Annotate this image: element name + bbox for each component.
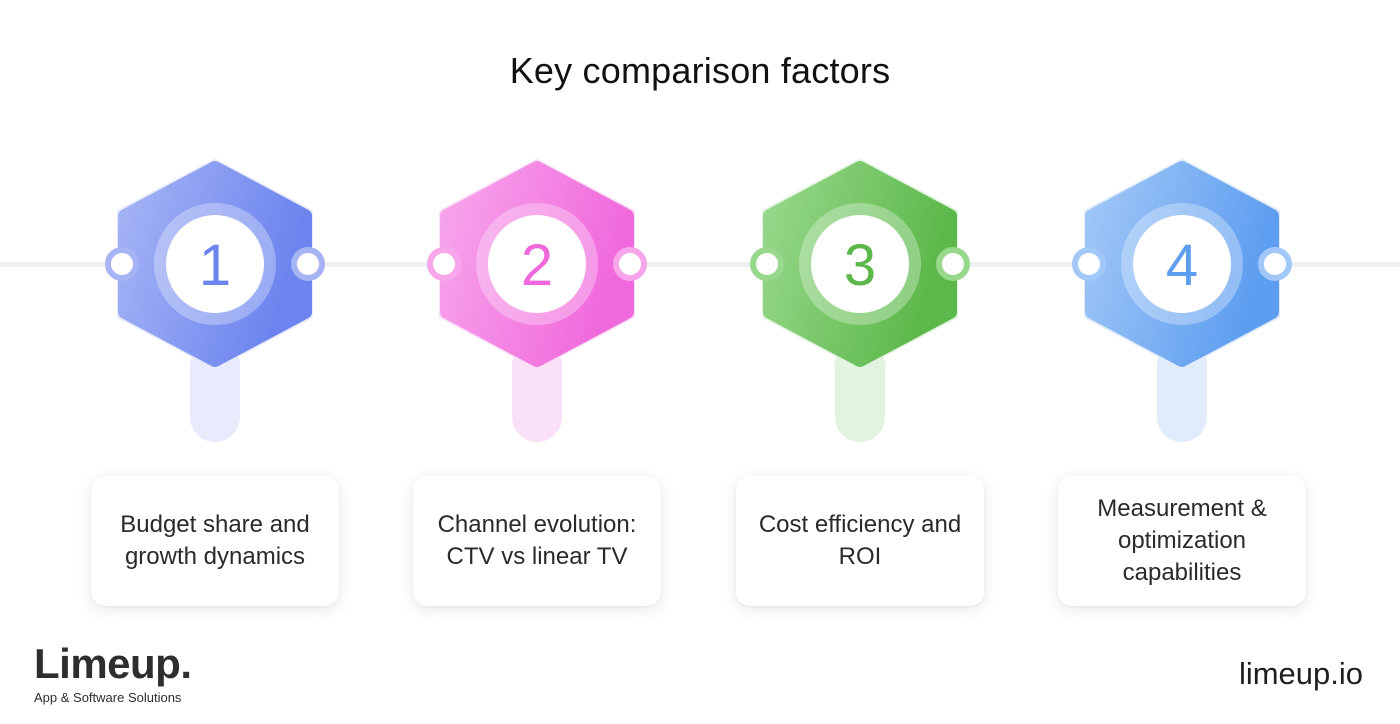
right-connector-3 [936, 247, 970, 281]
factor-label-3: Cost efficiency and ROI [758, 511, 962, 570]
timeline-line [0, 262, 1400, 267]
step-number-3: 3 [844, 233, 876, 298]
left-connector-3 [750, 247, 784, 281]
hexagon-badge-4: 4 [1072, 159, 1292, 442]
step-number-2: 2 [521, 233, 553, 298]
factor-label-1: Budget share and growth dynamics [120, 511, 310, 570]
stem-2 [512, 340, 562, 442]
factor-card-2: Channel evolution: CTV vs linear TV [413, 476, 661, 606]
stem-1 [190, 340, 240, 442]
right-connector-2 [613, 247, 647, 281]
hexagon-badge-3: 3 [750, 159, 970, 442]
factor-label-4: Measurement & optimization capabilities [1097, 495, 1267, 586]
right-connector-4 [1258, 247, 1292, 281]
step-number-4: 4 [1166, 233, 1198, 298]
left-connector-1 [105, 247, 139, 281]
brand-url: limeup.io [1238, 656, 1363, 691]
number-circle-1 [166, 215, 264, 313]
number-circle-2 [488, 215, 586, 313]
hexagon-badge-1: 1 [105, 159, 325, 442]
left-connector-4 [1072, 247, 1106, 281]
page-title: Key comparison factors [509, 50, 891, 91]
hexagon-badge-2: 2 [427, 159, 647, 442]
factor-card-3: Cost efficiency and ROI [736, 476, 984, 606]
brand-logo: Limeup. App & Software Solutions [34, 640, 192, 705]
stem-4 [1157, 340, 1207, 442]
factor-card-4: Measurement & optimization capabilities [1058, 476, 1306, 606]
factor-card-1: Budget share and growth dynamics [91, 476, 339, 606]
brand-tagline: App & Software Solutions [34, 690, 182, 705]
step-number-1: 1 [199, 233, 231, 298]
left-connector-2 [427, 247, 461, 281]
stem-3 [835, 340, 885, 442]
brand-name: Limeup. [34, 640, 192, 687]
factor-label-2: Channel evolution: CTV vs linear TV [437, 511, 637, 570]
right-connector-1 [291, 247, 325, 281]
number-circle-4 [1133, 215, 1231, 313]
number-circle-3 [811, 215, 909, 313]
